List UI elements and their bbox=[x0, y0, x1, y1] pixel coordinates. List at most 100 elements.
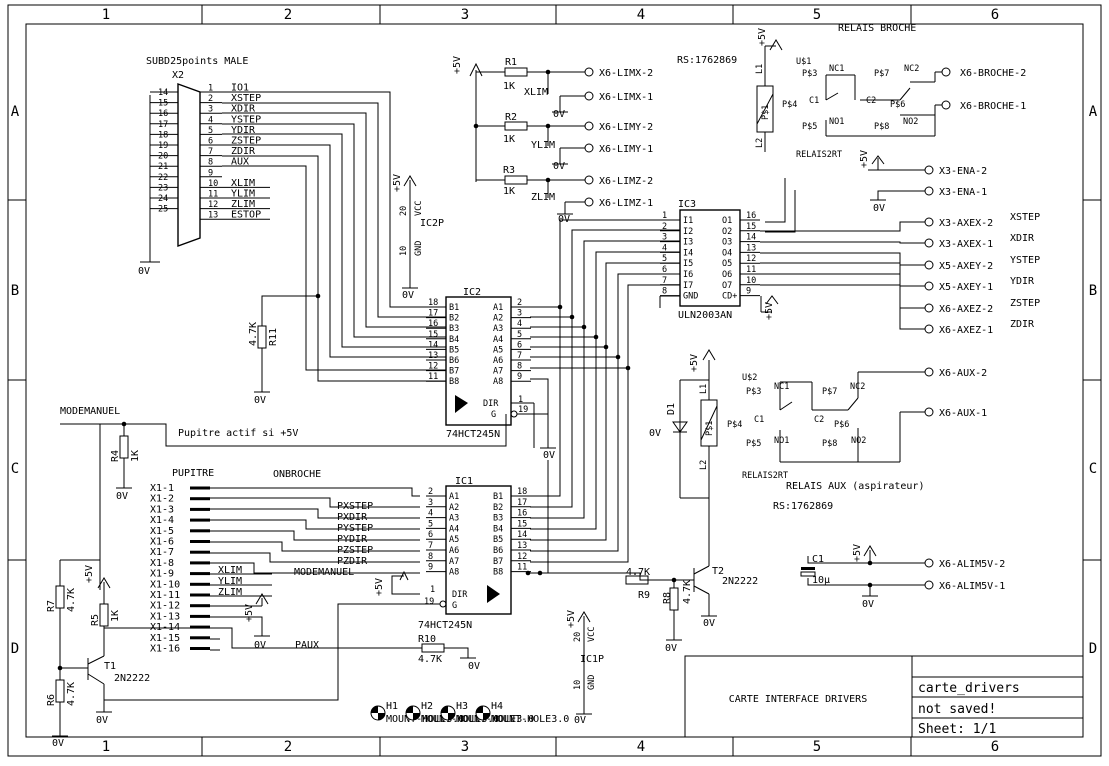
x2-pin-number: 11 bbox=[208, 190, 218, 200]
relay-aux-no1: NO1 bbox=[774, 436, 789, 446]
ic1-dir-num: 1 bbox=[430, 585, 435, 595]
row-label-left: C bbox=[11, 461, 19, 477]
x2-pin-number: 10 bbox=[208, 179, 218, 189]
pupitre-pin-bar bbox=[190, 507, 210, 511]
x2-pin-number: 25 bbox=[158, 205, 168, 215]
ic-pin-number: 17 bbox=[517, 498, 527, 508]
axis-pin-label: X3-AXEX-1 bbox=[939, 239, 993, 250]
col-label-bottom: 5 bbox=[813, 739, 821, 755]
axis-pin-label: X5-AXEY-1 bbox=[939, 282, 993, 293]
ic-pin-name: CD+ bbox=[722, 292, 737, 302]
ic2-dir-num: 1 bbox=[518, 395, 523, 405]
ic2p-vcc-pin: 20 bbox=[399, 206, 409, 216]
ic-pin-name: I2 bbox=[683, 227, 693, 237]
ic-pin-number: 6 bbox=[517, 340, 522, 350]
r7-value: 4.7K bbox=[66, 588, 77, 612]
ic-pin-name: B6 bbox=[493, 546, 503, 556]
enable-pin: X3-ENA-2 bbox=[939, 166, 987, 177]
mounting-hole-icon bbox=[440, 705, 456, 721]
relay-aux-supply: +5V bbox=[689, 354, 700, 372]
x2-pin-number: 18 bbox=[158, 130, 168, 140]
title-name: carte_drivers bbox=[918, 681, 1020, 696]
pin-terminal bbox=[924, 238, 934, 248]
x2-pin-number: 4 bbox=[208, 115, 213, 125]
ic1p-gnd: GND bbox=[587, 675, 597, 690]
power-input: C1 10µ +5V 0V X6-ALIM5V-2 X6-ALIM5V-1 bbox=[800, 544, 1005, 610]
mounting-hole-icon bbox=[475, 705, 491, 721]
title-block: CARTE INTERFACE DRIVERS carte_drivers no… bbox=[684, 655, 1084, 738]
r1-value: 1K bbox=[503, 81, 515, 92]
enable-pin: X3-ENA-1 bbox=[939, 187, 987, 198]
ic-pin-name: A1 bbox=[493, 303, 503, 313]
ic-pin-name: A6 bbox=[493, 356, 503, 366]
relay-aux-ref: U$2 bbox=[742, 373, 757, 383]
relay-broche-p4: P$4 bbox=[782, 100, 797, 110]
net-modemanuel: MODEMANUEL bbox=[294, 567, 354, 578]
x2-pin-number: 1 bbox=[208, 84, 213, 94]
ic-pin-number: 5 bbox=[517, 330, 522, 340]
r8-ground: 0V bbox=[665, 643, 677, 654]
ic-pin-number: 6 bbox=[662, 265, 667, 275]
pupitre-pin-bar bbox=[190, 625, 210, 629]
limit-pin-label: X6-LIMY-2 bbox=[599, 122, 653, 133]
row-label-left: D bbox=[11, 641, 19, 657]
net-pxdir: PXDIR bbox=[337, 512, 368, 523]
x2-signal-label: ESTOP bbox=[231, 210, 261, 221]
relay-aux-nc2: NC2 bbox=[850, 382, 865, 392]
x2-signal-label: YSTEP bbox=[231, 114, 261, 125]
ic-pin-number: 18 bbox=[517, 487, 527, 497]
pupitre-pin-bar bbox=[190, 486, 210, 490]
limits-supply: +5V bbox=[452, 56, 463, 74]
pin-terminal bbox=[924, 303, 934, 313]
mounting-hole-ref: H3 bbox=[456, 701, 468, 712]
ic2-ref: IC2 bbox=[463, 287, 481, 298]
ic1p-vcc-pin: 20 bbox=[573, 632, 583, 642]
ic-pin-name: O6 bbox=[722, 270, 732, 280]
ic1p-vcc: VCC bbox=[587, 627, 597, 642]
ic-pin-name: A7 bbox=[449, 557, 459, 567]
ic-pin-number: 3 bbox=[517, 309, 522, 319]
axis-signal-label: YSTEP bbox=[1010, 255, 1040, 266]
ic-pin-name: A8 bbox=[449, 568, 459, 578]
relay-aux-no2: NO2 bbox=[851, 436, 866, 446]
ic-pin-name: B5 bbox=[493, 535, 503, 545]
ic-pin-name: B1 bbox=[493, 492, 503, 502]
ic-pin-number: 5 bbox=[428, 519, 433, 529]
r1-label: XLIM bbox=[524, 87, 548, 98]
relay-broche-p8: P$8 bbox=[874, 122, 889, 132]
x2-signal-label: ZSTEP bbox=[231, 136, 261, 147]
x2-title: SUBD25points MALE bbox=[146, 56, 248, 67]
ic-pin-number: 7 bbox=[428, 541, 433, 551]
ic-pin-number: 11 bbox=[746, 265, 756, 275]
ic2-dir-name: DIR bbox=[483, 399, 499, 409]
pupitre-pin-bar bbox=[190, 582, 210, 586]
relay-aux-l2: L2 bbox=[699, 460, 709, 470]
ic-pin-name: B4 bbox=[493, 524, 503, 534]
pin-terminal bbox=[924, 324, 934, 334]
x2-pin-number: 23 bbox=[158, 183, 168, 193]
enable-output: +5V X3-ENA-2 X3-ENA-1 0V bbox=[859, 150, 987, 214]
r11-value: 4.7K bbox=[248, 322, 259, 346]
x2-pin-number: 16 bbox=[158, 109, 168, 119]
x2-signal-label: YLIM bbox=[231, 189, 255, 200]
pin-terminal bbox=[584, 175, 594, 185]
relay-aux-c1: C1 bbox=[754, 415, 764, 425]
relay-aux-nc1: NC1 bbox=[774, 382, 789, 392]
relay-aux-title: RELAIS AUX (aspirateur) bbox=[786, 481, 924, 492]
relay-aux-diode: D1 bbox=[666, 403, 677, 415]
net-paux: PAUX bbox=[295, 640, 319, 651]
r1-ref: R1 bbox=[505, 57, 517, 68]
limit-ground-label: 0V bbox=[553, 161, 565, 172]
mounting-hole-ref: H2 bbox=[421, 701, 433, 712]
relay-broche-rs: RS:1762869 bbox=[677, 55, 737, 66]
modemanuel-section: MODEMANUEL Pupitre actif si +5V R4 1K 0V bbox=[60, 406, 507, 590]
ic-pin-number: 11 bbox=[517, 563, 527, 573]
x2-signal-label: XSTEP bbox=[231, 93, 261, 104]
enable-ground-label: 0V bbox=[873, 203, 885, 214]
transistor-stages: R7 4.7K R5 1K R6 4.7K T1 2N2222 +5V 0V 0… bbox=[46, 559, 758, 749]
x2-pin-number: 22 bbox=[158, 173, 168, 183]
ic-pin-name: B7 bbox=[449, 367, 459, 377]
pupitre-pin-label: X1-5 bbox=[150, 526, 174, 537]
